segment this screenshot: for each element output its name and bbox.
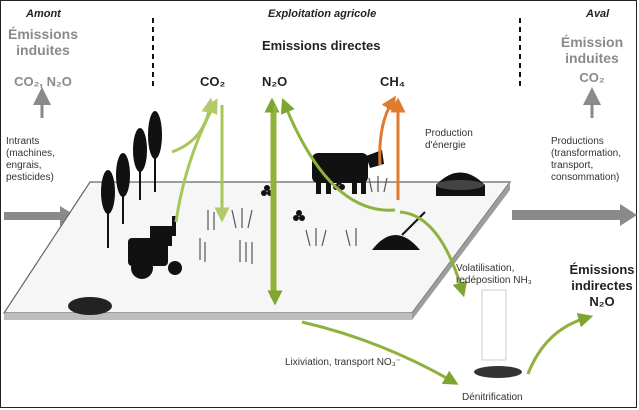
- amont-gases: CO₂, N₂O: [14, 74, 72, 89]
- lixiviation-label: Lixiviation, transport NO₃⁻: [285, 357, 402, 368]
- indirectes-line2: indirectes: [571, 278, 633, 293]
- indirectes-line1: Émissions: [569, 262, 635, 277]
- amont-emissions-line1: Émissions: [7, 26, 79, 42]
- volatilisation-line-1: Volatilisation,: [456, 263, 515, 274]
- aval-emission-line2: induites: [565, 50, 619, 66]
- gas-label-ch4: CH₄: [380, 74, 405, 89]
- amont-intrants: Intrants (machines, engrais, pesticides): [6, 136, 55, 184]
- tractor-icon: [128, 216, 182, 279]
- indirectes-gas: N₂O: [589, 294, 615, 309]
- amont-emissions-heading: Émissions induites: [6, 26, 80, 58]
- productions-line-2: (transformation,: [551, 148, 622, 159]
- nh3-deposition-arrow: [399, 210, 468, 298]
- aval-gas: CO₂: [579, 70, 605, 85]
- ch4-cow-arrow: [378, 95, 396, 166]
- nitrate-leaching-arrow: [301, 320, 459, 385]
- amont-title: Amont: [26, 8, 61, 20]
- production-energie-line-1: Production: [425, 128, 473, 139]
- production-energie-line-2: d'énergie: [425, 140, 466, 151]
- indirect-n2o-arrow: [526, 312, 594, 375]
- denitrification-tile: [481, 289, 507, 361]
- intrants-line-1: Intrants: [6, 136, 40, 147]
- amont-emissions-line2: induites: [16, 42, 70, 58]
- emissions-directes-heading: Emissions directes: [262, 38, 381, 53]
- volatilisation-line-2: redéposition NH₃: [456, 275, 532, 286]
- gas-label-n2o: N₂O: [262, 74, 288, 89]
- biogas-digester-icon: [436, 172, 485, 196]
- productions-line-4: consommation): [551, 172, 620, 183]
- productions-line-3: transport,: [551, 160, 594, 171]
- tree-group-icon: [101, 111, 162, 248]
- aval-emission-line1: Émission: [560, 34, 624, 50]
- intrants-line-2: (machines,: [6, 148, 55, 159]
- aval-title: Aval: [586, 8, 610, 20]
- manure-heap-icon: [372, 235, 420, 250]
- gas-label-co2: CO₂: [200, 74, 226, 89]
- aval-emission-heading: Émission induites: [552, 34, 632, 66]
- exploitation-title: Exploitation agricole: [268, 8, 377, 20]
- aval-productions: Productions (transformation, transport, …: [551, 136, 621, 184]
- productions-arrow: [512, 204, 637, 226]
- field-plate: [2, 181, 512, 320]
- denitrification-label: Dénitrification: [462, 392, 523, 403]
- production-energie-label: Production d'énergie: [425, 128, 473, 152]
- co2-tractor-arrow: [174, 98, 218, 223]
- intrants-line-3: engrais,: [6, 160, 42, 171]
- productions-line-1: Productions: [551, 136, 604, 147]
- intrants-line-4: pesticides): [6, 172, 54, 183]
- emissions-indirectes-heading: Émissions indirectes N₂O: [566, 262, 638, 310]
- intrants-arrow: [4, 206, 76, 226]
- volatilisation-label: Volatilisation, redéposition NH₃: [456, 263, 532, 287]
- n2o-volatilisation-arrow: [280, 98, 396, 212]
